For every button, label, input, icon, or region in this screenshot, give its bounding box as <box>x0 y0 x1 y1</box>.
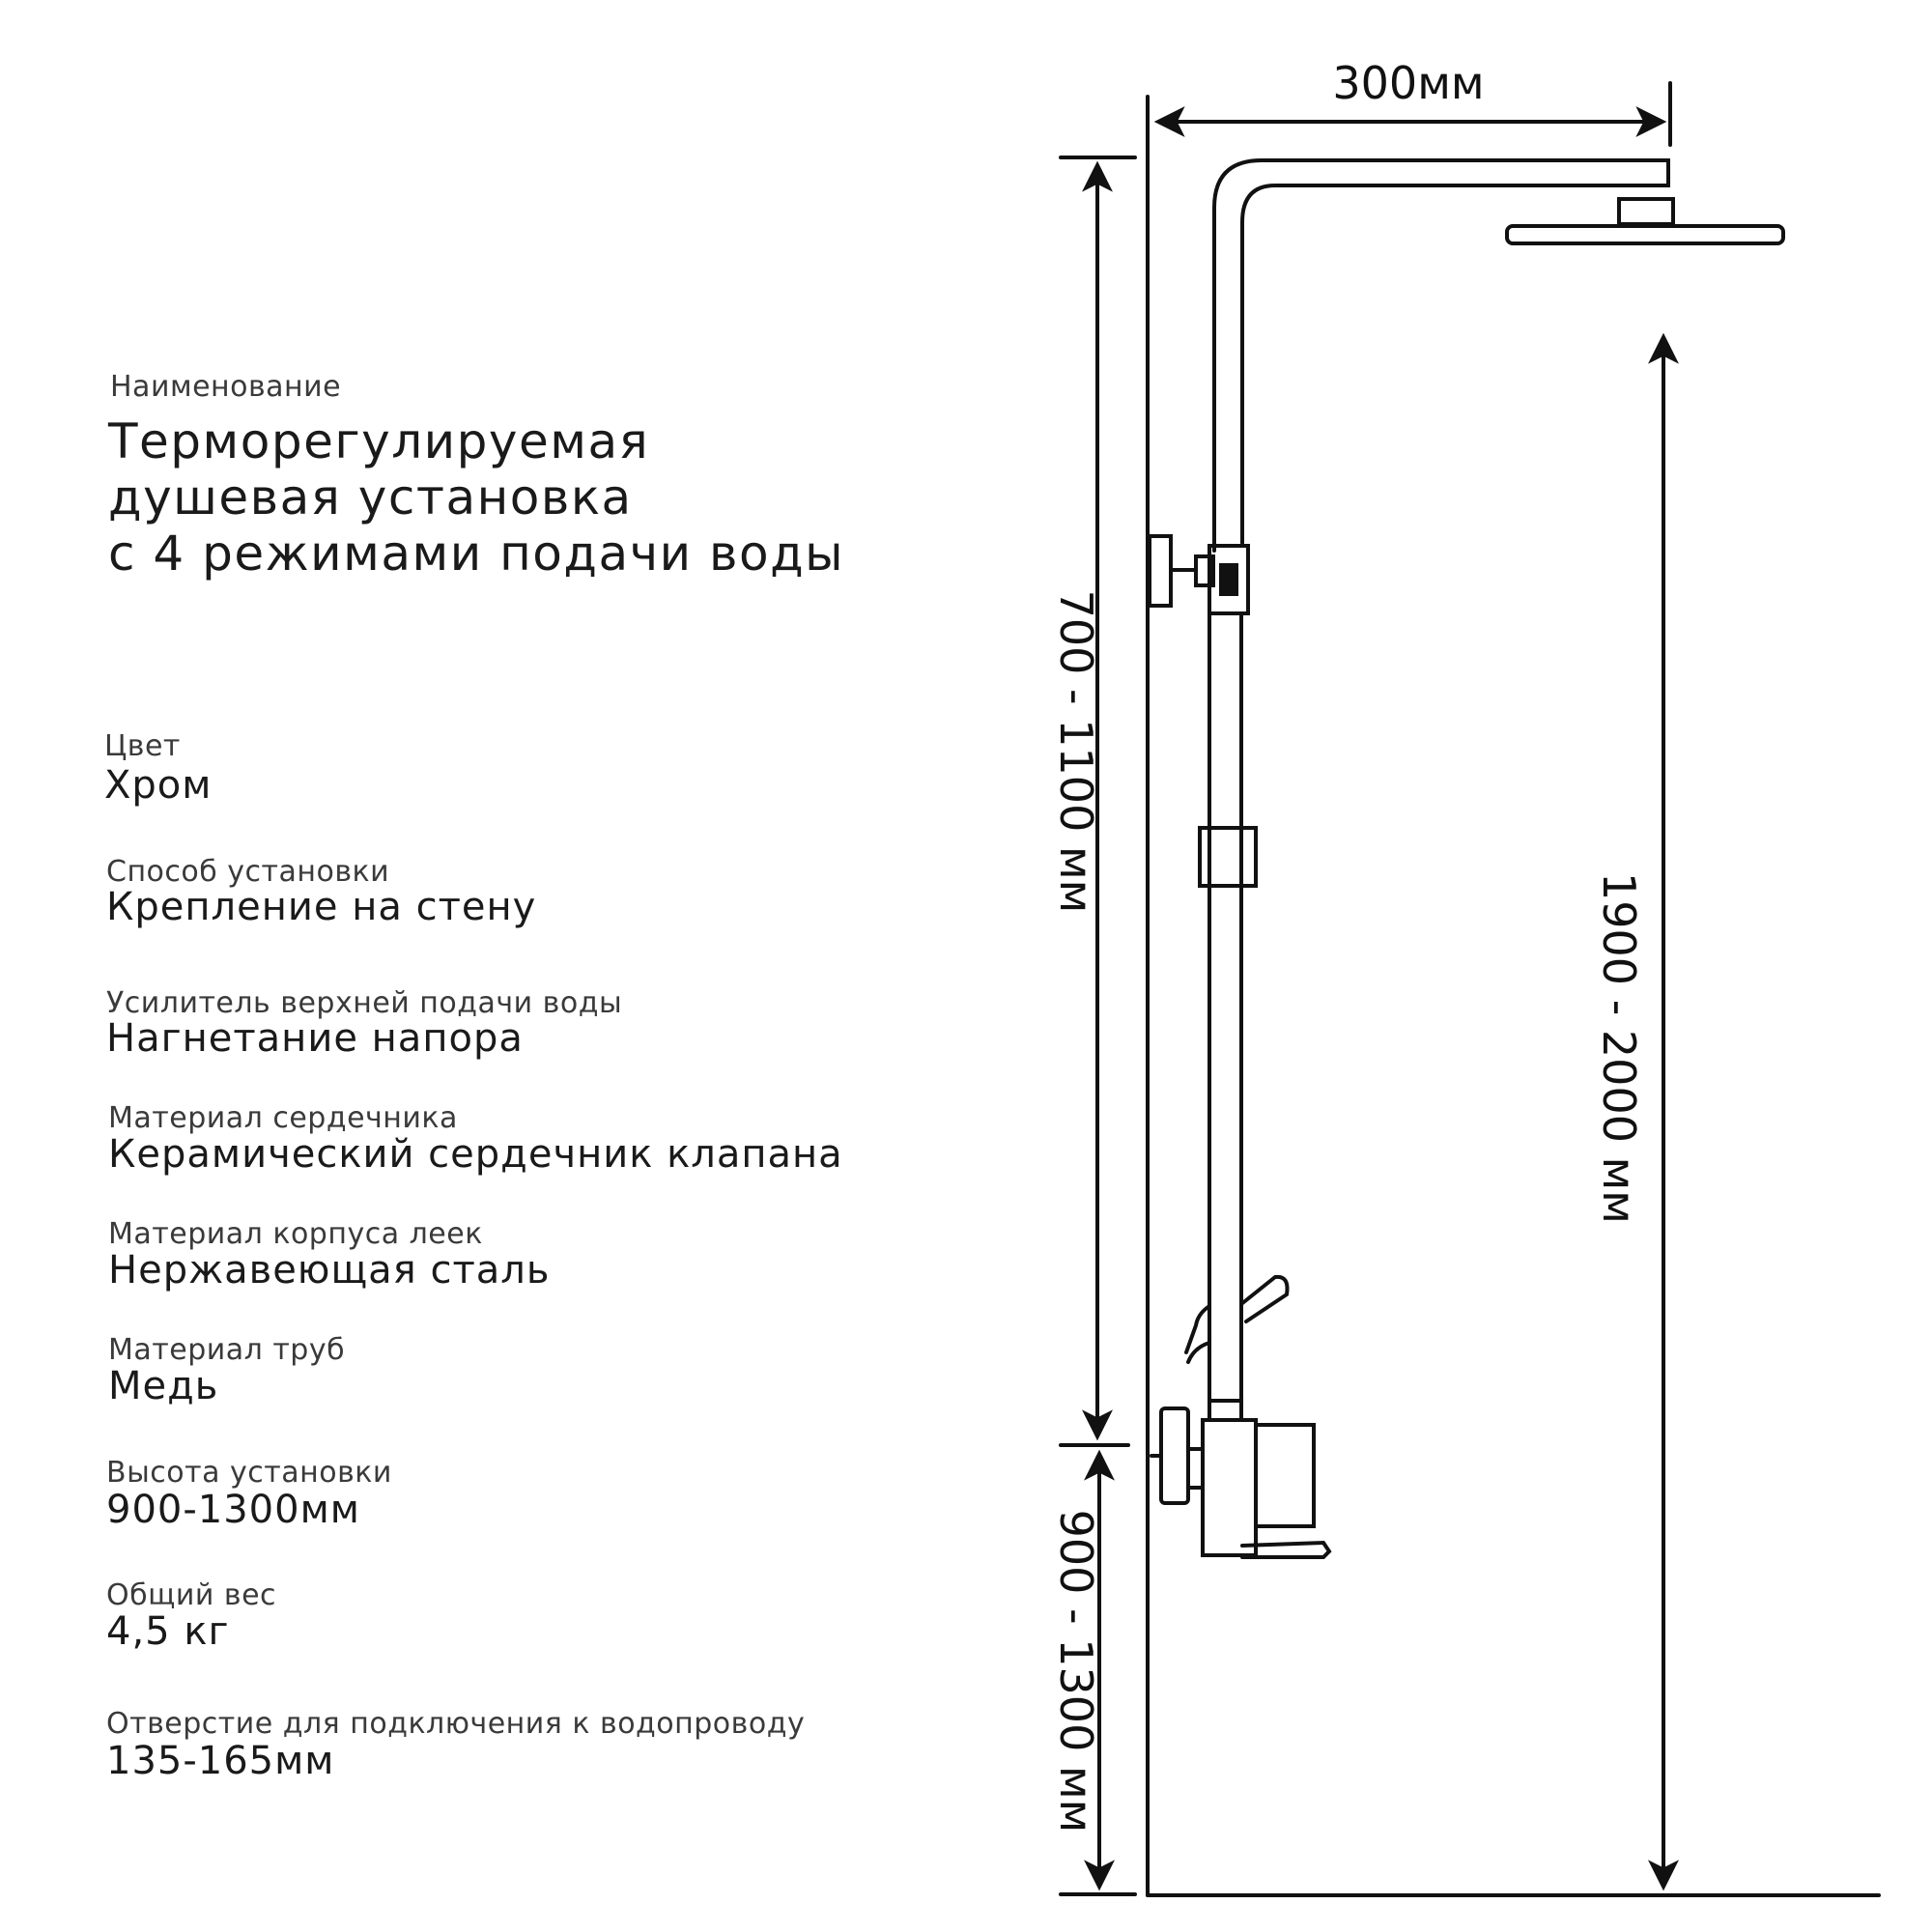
spec-value-weight: 4,5 кг <box>106 1609 230 1654</box>
spec-label-weight: Общий вес <box>106 1578 277 1612</box>
spec-value-mounting: Крепление на стену <box>106 885 537 929</box>
spec-label-core: Материал сердечника <box>108 1101 458 1135</box>
mixer-connection-nut <box>1186 1447 1205 1490</box>
upper-height-label: 700 - 1100 мм <box>1050 590 1102 914</box>
mixer-body <box>1201 1418 1258 1557</box>
spec-label-connection: Отверстие для подключения к водопроводу <box>106 1707 806 1741</box>
mixer-knob <box>1159 1406 1190 1505</box>
hand-shower-holder <box>1239 1274 1290 1323</box>
spec-label-pipes: Материал труб <box>108 1333 346 1367</box>
spec-label-body: Материал корпуса леек <box>108 1217 483 1251</box>
mixer-collar <box>1208 1399 1243 1422</box>
spec-value-color: Хром <box>104 763 213 808</box>
product-title-line: с 4 режимами подачи воды <box>108 526 845 582</box>
riser-pipe <box>1212 158 1670 553</box>
upper-wall-bracket <box>1148 534 1173 608</box>
spec-value-body: Нержавеющая сталь <box>108 1248 551 1293</box>
spec-value-booster: Нагнетание напора <box>106 1016 524 1061</box>
spec-value-connection: 135-165мм <box>106 1739 335 1783</box>
product-title-line: Терморегулируемая <box>108 413 650 469</box>
middle-sleeve <box>1198 826 1258 888</box>
width-dimension-label: 300мм <box>1332 57 1484 109</box>
mixer-spout <box>1240 1540 1332 1559</box>
upper-bracket-nut <box>1194 554 1215 587</box>
shower-head-connector <box>1617 197 1675 226</box>
lower-height-label: 900 - 1300 мм <box>1050 1510 1102 1833</box>
upper-slider-clamp <box>1208 544 1250 615</box>
spec-value-height: 900-1300мм <box>106 1488 360 1532</box>
product-title-line: душевая установка <box>108 469 633 526</box>
shower-head <box>1505 224 1785 245</box>
spec-label-mounting: Способ установки <box>106 855 390 889</box>
spec-value-core: Керамический сердечник клапана <box>108 1132 843 1177</box>
product-title: Терморегулируемая душевая установка с 4 … <box>108 413 844 582</box>
mixer-handle-housing <box>1254 1423 1316 1528</box>
spec-label-height: Высота установки <box>106 1456 392 1490</box>
total-height-label: 1900 - 2000 мм <box>1593 872 1645 1224</box>
spec-value-pipes: Медь <box>108 1364 219 1408</box>
name-label: Наименование <box>110 370 342 404</box>
spec-label-booster: Усилитель верхней подачи воды <box>106 986 623 1020</box>
spec-label-color: Цвет <box>104 729 181 763</box>
